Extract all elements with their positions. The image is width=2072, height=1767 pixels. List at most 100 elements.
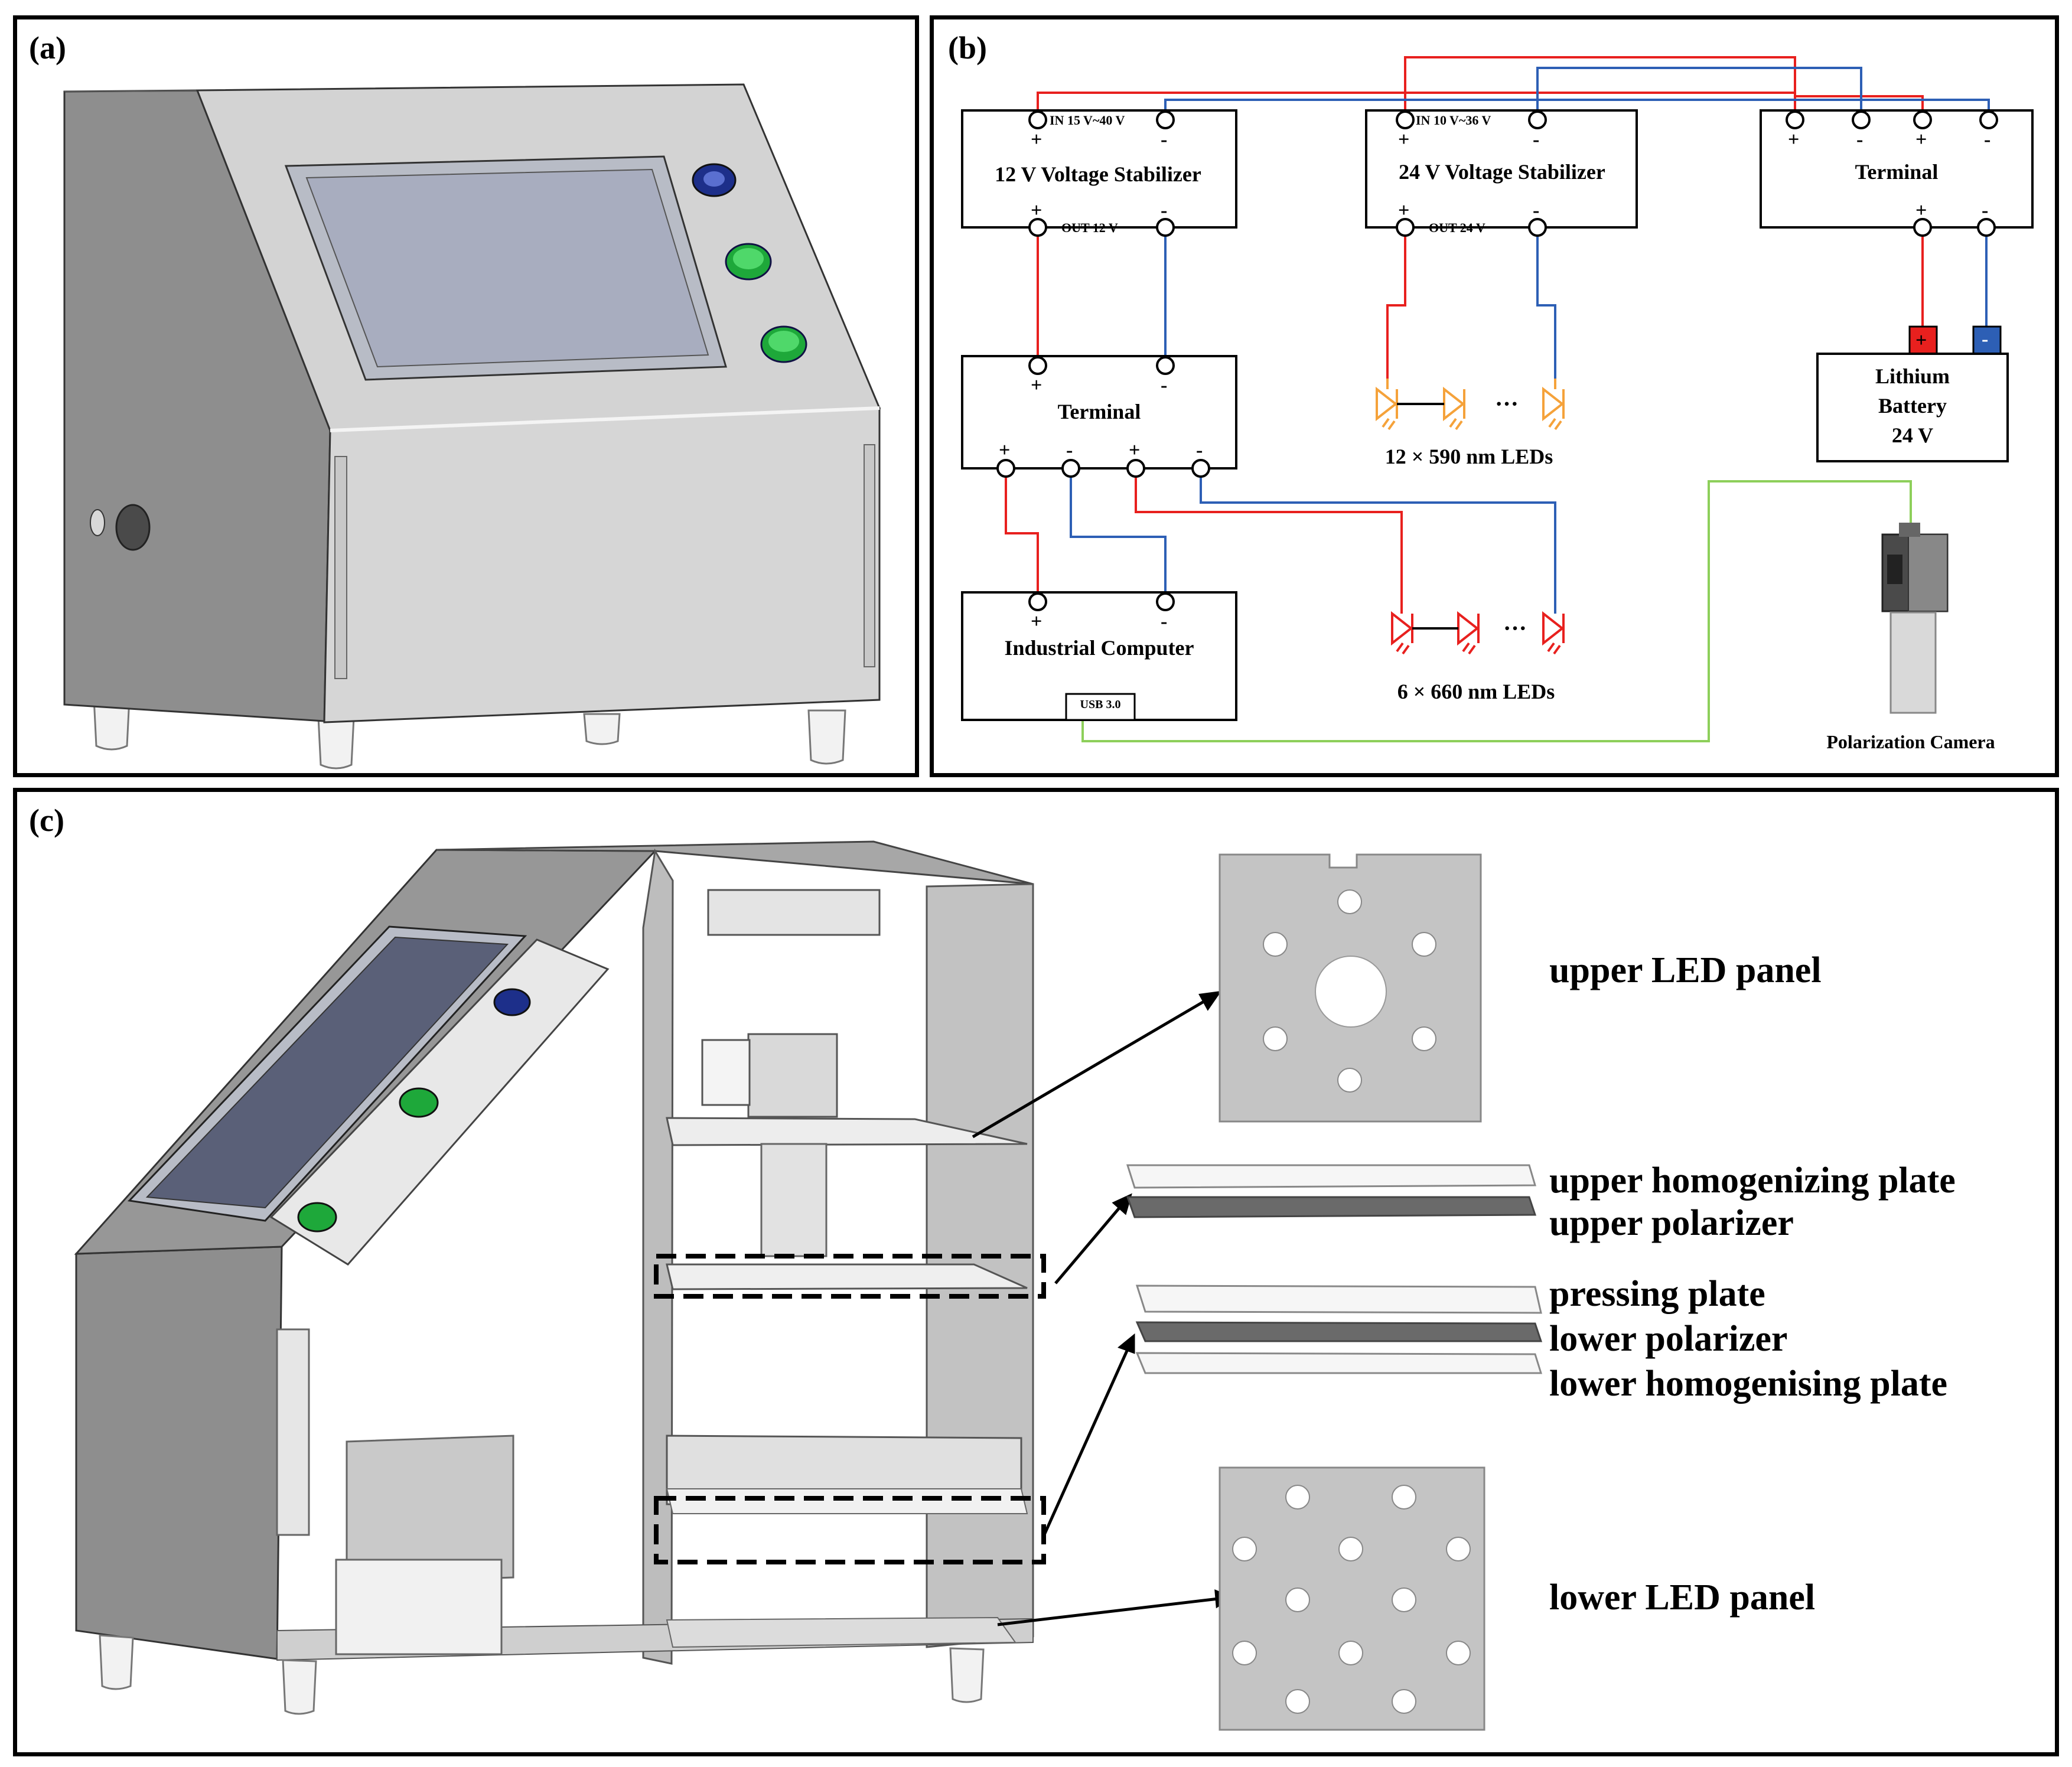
foot xyxy=(949,1647,985,1703)
lower-homogenising-plate xyxy=(1135,1352,1543,1374)
battery-line2: Battery xyxy=(1878,394,1947,418)
terminal-top-title: Terminal xyxy=(1855,160,1939,184)
panel-a-label: (a) xyxy=(29,30,66,66)
panel-b: (b) IN 15 V~40 V + - 12 V Voltage Stabil… xyxy=(930,15,2059,777)
green-button-bottom xyxy=(297,1202,337,1233)
polarization-camera-label: Polarization Camera xyxy=(1826,731,1995,752)
led-590-ellipsis: ··· xyxy=(1495,390,1519,417)
panel-b-wiring-diagram: (b) IN 15 V~40 V + - 12 V Voltage Stabil… xyxy=(948,30,2034,752)
battery-line1: Lithium xyxy=(1875,364,1950,388)
led-icon xyxy=(1232,1641,1257,1665)
control-strip xyxy=(269,938,610,1266)
minus-sign: - xyxy=(1196,439,1203,461)
lower-polarizer xyxy=(1135,1321,1543,1342)
led-icon xyxy=(1285,1689,1310,1714)
minus-sign: - xyxy=(1066,439,1073,461)
pressing-plate-label: pressing plate xyxy=(1549,1274,1765,1314)
led-660-label: 6 × 660 nm LEDs xyxy=(1397,680,1555,703)
upper-homogenizing-plate xyxy=(1126,1164,1537,1189)
panel-b-label: (b) xyxy=(948,30,987,66)
stabilizer-12v-out: OUT 12 V xyxy=(1061,220,1118,235)
led-icon xyxy=(1392,1587,1416,1612)
foot xyxy=(282,1659,317,1715)
minus-sign: - xyxy=(1161,129,1167,151)
led-icon xyxy=(1446,1641,1471,1665)
cabinet-left-side xyxy=(75,1246,283,1660)
battery-minus-sign: - xyxy=(1982,328,1988,350)
blue-button xyxy=(493,988,531,1016)
side-port xyxy=(115,504,151,551)
usb-port xyxy=(1065,693,1136,721)
plus-sign: + xyxy=(1031,611,1042,633)
lithium-battery-box xyxy=(1816,353,2009,462)
stabilizer-24v-box xyxy=(1365,109,1638,229)
cabinet-front xyxy=(323,407,881,723)
terminal-top-box xyxy=(1760,109,2034,229)
touchscreen xyxy=(145,936,509,1209)
led-icon xyxy=(1263,1026,1288,1051)
polarization-camera-icon xyxy=(1881,523,1949,714)
plus-sign: + xyxy=(999,439,1010,461)
usb-port-label: USB 3.0 xyxy=(1080,698,1121,711)
upper-homogenizing-plate-label: upper homogenizing plate xyxy=(1549,1160,1956,1201)
minus-sign: - xyxy=(1161,374,1167,396)
plus-sign: + xyxy=(1031,374,1042,396)
led-icon xyxy=(1412,932,1436,957)
minus-sign: - xyxy=(1982,200,1988,221)
plus-sign: + xyxy=(1398,129,1409,151)
camera-upper-shelf xyxy=(666,1117,1028,1146)
plus-sign: + xyxy=(1031,200,1042,221)
battery-box xyxy=(335,1559,503,1655)
led-icon xyxy=(1392,1485,1416,1510)
plus-sign: + xyxy=(1915,200,1927,221)
foot xyxy=(317,716,355,770)
led-icon xyxy=(1337,889,1362,914)
foot xyxy=(583,713,621,745)
lower-led-base xyxy=(666,1616,1017,1648)
lower-homogenising-plate-label: lower homogenising plate xyxy=(1549,1364,1947,1404)
led-icon xyxy=(1232,1537,1257,1561)
led-icon xyxy=(1446,1537,1471,1561)
minus-sign: - xyxy=(1533,129,1539,151)
led-icon xyxy=(1337,1068,1362,1093)
minus-sign: - xyxy=(1984,129,1990,151)
touchscreen xyxy=(305,168,709,368)
camera-body xyxy=(747,1033,838,1118)
foot xyxy=(807,709,846,765)
stabilizer-12v-title: 12 V Voltage Stabilizer xyxy=(995,162,1201,186)
plus-sign: + xyxy=(1031,129,1042,151)
lower-led-panel xyxy=(1219,1466,1485,1731)
panel-c: (c) xyxy=(13,788,2059,1756)
led-660-chain xyxy=(1391,611,1565,655)
battery-plus-sign: + xyxy=(1915,330,1927,351)
led-icon xyxy=(1263,932,1288,957)
stabilizer-24v-out: OUT 24 V xyxy=(1429,220,1485,235)
led-660-ellipsis: ··· xyxy=(1503,615,1527,641)
terminal-mid-title: Terminal xyxy=(1058,400,1141,423)
foot xyxy=(99,1634,134,1690)
stabilizer-24v-title: 24 V Voltage Stabilizer xyxy=(1399,160,1605,184)
upper-polarizer-label: upper polarizer xyxy=(1549,1203,1794,1243)
green-button-top xyxy=(399,1087,439,1118)
highlight-lower-plates xyxy=(654,1496,1046,1564)
minus-sign: - xyxy=(1533,200,1539,221)
battery-line3: 24 V xyxy=(1892,423,1933,447)
panel-a-drawing: (a) xyxy=(29,30,881,770)
led-icon xyxy=(1338,1537,1363,1561)
industrial-computer-title: Industrial Computer xyxy=(1004,636,1194,660)
camera-lens-body xyxy=(760,1143,828,1257)
panel-a: (a) xyxy=(13,15,919,777)
pressing-plate xyxy=(1135,1285,1542,1314)
highlight-upper-plates xyxy=(654,1254,1046,1299)
foot xyxy=(93,697,131,751)
plus-sign: + xyxy=(1915,129,1927,151)
upper-polarizer xyxy=(1126,1196,1537,1218)
minus-sign: - xyxy=(1161,200,1167,221)
panel-c-label: (c) xyxy=(29,803,64,838)
minus-sign: - xyxy=(1856,129,1863,151)
power-supply-box xyxy=(346,1435,514,1585)
lower-led-panel-label: lower LED panel xyxy=(1549,1577,1815,1618)
led-icon xyxy=(1338,1641,1363,1665)
stabilizer-24v-in: IN 10 V~36 V xyxy=(1416,113,1491,128)
led-590-label: 12 × 590 nm LEDs xyxy=(1385,445,1553,468)
